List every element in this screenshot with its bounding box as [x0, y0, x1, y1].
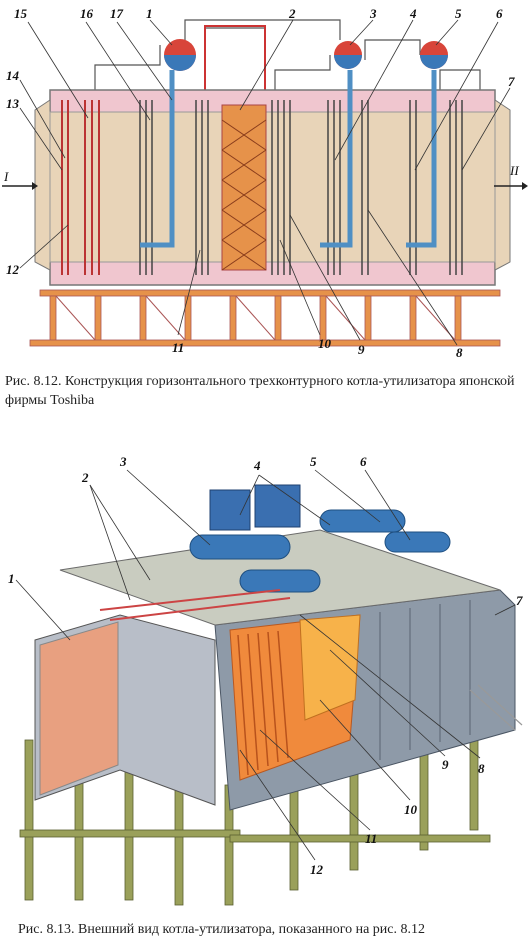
callout-12: 12 — [6, 262, 20, 277]
lattice-pattern — [221, 119, 267, 271]
downcomer-5 — [406, 70, 437, 248]
caption-text: Внешний вид котла-утилизатора, показанно… — [78, 922, 426, 937]
callout-5: 5 — [310, 454, 317, 469]
callout-11: 11 — [172, 340, 184, 355]
callout-10: 10 — [404, 802, 418, 817]
callout-10: 10 — [318, 336, 332, 351]
leader-lines — [19, 19, 511, 346]
stairs-7 — [469, 684, 523, 731]
inlet-arrow — [2, 182, 38, 190]
callout-9: 9 — [442, 757, 449, 772]
downcomer-17 — [140, 70, 175, 248]
support-legs — [19, 719, 491, 906]
callout-5: 5 — [455, 6, 462, 21]
callout-17: 17 — [110, 6, 124, 21]
callout-7: 7 — [516, 593, 523, 608]
outlet-label: II — [509, 163, 519, 178]
figure-caption-8-12: Рис. 8.12. Конструкция горизонтального т… — [5, 372, 527, 410]
pumps-4 — [209, 484, 301, 531]
leader-lines-2 — [15, 469, 516, 861]
callout-4: 4 — [253, 458, 261, 473]
inlet-duct-opening — [39, 621, 119, 796]
callout-16: 16 — [80, 6, 94, 21]
figure-caption-8-13: Рис. 8.13. Внешний вид котла-утилизатора… — [18, 921, 528, 939]
tube-bank-face — [299, 614, 361, 721]
boiler-exterior-drawing: 1 2 3 4 5 6 7 8 9 10 11 12 — [8, 454, 523, 906]
drum-5 — [420, 41, 448, 69]
figure-8-12: I II 15 16 17 1 2 3 4 5 6 7 14 13 12 11 … — [0, 0, 530, 360]
callout-1: 1 — [8, 571, 15, 586]
red-tube-rows — [237, 630, 289, 776]
support-structure — [29, 289, 501, 347]
tube-bank-14 — [61, 100, 100, 275]
callout-11: 11 — [365, 831, 377, 846]
caption-label: Рис. 8.12. — [5, 374, 62, 389]
callout-1: 1 — [146, 6, 153, 21]
callout-7: 7 — [508, 74, 515, 89]
caption-text: Конструкция горизонтального трехконтурно… — [5, 374, 515, 408]
inlet-transition — [34, 99, 51, 271]
callout-12: 12 — [310, 862, 324, 877]
drum-3 — [334, 41, 362, 69]
top-frame — [204, 25, 266, 97]
callout-3: 3 — [119, 454, 127, 469]
support-bracing — [55, 295, 456, 341]
downcomer-3 — [320, 70, 353, 248]
callout-8: 8 — [456, 345, 463, 360]
drums — [189, 509, 451, 593]
outlet-transition — [494, 99, 511, 271]
tube-bank-11 — [195, 100, 209, 275]
figure-8-13: 1 2 3 4 5 6 7 8 9 10 11 12 — [0, 440, 530, 910]
outlet-arrow — [494, 182, 528, 190]
callout-14: 14 — [6, 68, 20, 83]
callout-2: 2 — [288, 6, 296, 21]
callout-3: 3 — [369, 6, 377, 21]
inlet-label: I — [3, 169, 9, 184]
callout-8: 8 — [478, 761, 485, 776]
callout-13: 13 — [6, 96, 20, 111]
drum-1 — [164, 39, 196, 71]
tube-bank-10 — [271, 100, 291, 275]
lattice-2 — [221, 104, 267, 271]
callout-4: 4 — [409, 6, 417, 21]
callout-6: 6 — [496, 6, 503, 21]
callout-9: 9 — [358, 342, 365, 357]
header-pipes — [99, 589, 291, 621]
casing-panels — [379, 600, 471, 760]
callout-6: 6 — [360, 454, 367, 469]
callout-15: 15 — [14, 6, 28, 21]
caption-label: Рис. 8.13. — [18, 922, 75, 937]
callout-2: 2 — [81, 470, 89, 485]
boiler-section-drawing: I II 15 16 17 1 2 3 4 5 6 7 14 13 12 11 … — [2, 6, 528, 360]
